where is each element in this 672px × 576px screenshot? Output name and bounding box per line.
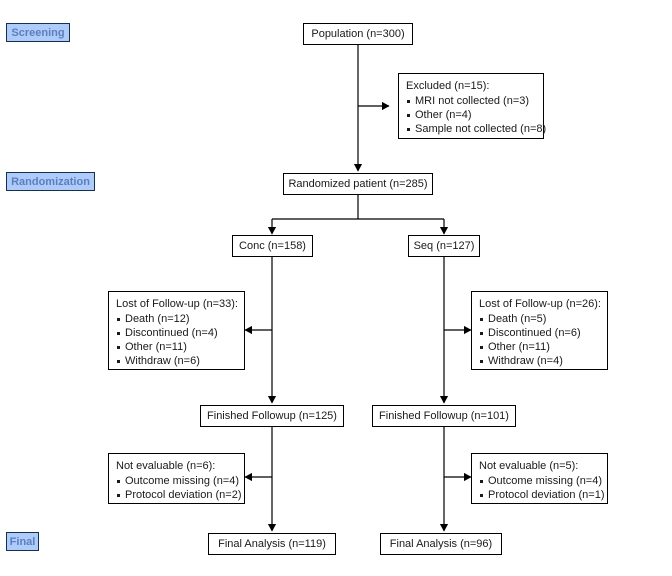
node-randomized-patient: Randomized patient (n=285) <box>283 173 433 195</box>
list-item: Other (n=4) <box>406 108 537 122</box>
list-item: Death (n=5) <box>479 312 601 326</box>
list-item: Other (n=11) <box>116 340 238 354</box>
list-item: Outcome missing (n=4) <box>479 474 602 488</box>
node-final-analysis-seq: Final Analysis (n=96) <box>380 533 502 555</box>
node-finished-followup-conc: Finished Followup (n=125) <box>200 405 344 427</box>
list-item: Protocol deviation (n=1) <box>479 488 604 502</box>
node-arm-conc: Conc (n=158) <box>232 235 313 257</box>
list-item: Discontinued (n=4) <box>116 326 238 340</box>
node-not-evaluable-conc-head: Not evaluable (n=6): <box>116 460 216 472</box>
node-not-evaluable-conc-list: Outcome missing (n=4) Protocol deviation… <box>116 474 241 502</box>
node-lost-followup-conc-list: Death (n=12) Discontinued (n=4) Other (n… <box>116 312 238 368</box>
node-arm-seq: Seq (n=127) <box>408 235 480 257</box>
node-lost-followup-seq: Lost of Follow-up (n=26): Death (n=5) Di… <box>471 291 608 370</box>
list-item: Discontinued (n=6) <box>479 326 601 340</box>
node-population: Population (n=300) <box>303 23 413 45</box>
phase-label-randomization: Randomization <box>6 172 95 191</box>
list-item: MRI not collected (n=3) <box>406 94 537 108</box>
node-lost-followup-seq-head: Lost of Follow-up (n=26): <box>479 298 601 310</box>
node-final-analysis-conc: Final Analysis (n=119) <box>208 533 336 555</box>
node-not-evaluable-seq-list: Outcome missing (n=4) Protocol deviation… <box>479 474 604 502</box>
list-item: Sample not collected (n=8) <box>406 122 546 136</box>
list-item: Death (n=12) <box>116 312 238 326</box>
node-not-evaluable-seq: Not evaluable (n=5): Outcome missing (n=… <box>471 453 608 504</box>
node-not-evaluable-seq-head: Not evaluable (n=5): <box>479 460 579 472</box>
node-lost-followup-seq-list: Death (n=5) Discontinued (n=6) Other (n=… <box>479 312 601 368</box>
node-excluded: Excluded (n=15): MRI not collected (n=3)… <box>398 73 546 139</box>
phase-label-final: Final <box>6 532 39 551</box>
node-excluded-head: Excluded (n=15): <box>406 80 490 92</box>
list-item: Other (n=11) <box>479 340 601 354</box>
list-item: Withdraw (n=4) <box>479 354 601 368</box>
list-item: Withdraw (n=6) <box>116 354 238 368</box>
node-lost-followup-conc: Lost of Follow-up (n=33): Death (n=12) D… <box>108 291 245 370</box>
phase-label-screening: Screening <box>6 23 70 42</box>
list-item: Protocol deviation (n=2) <box>116 488 241 502</box>
node-not-evaluable-conc: Not evaluable (n=6): Outcome missing (n=… <box>108 453 245 504</box>
list-item: Outcome missing (n=4) <box>116 474 239 488</box>
node-excluded-list: MRI not collected (n=3) Other (n=4) Samp… <box>406 94 546 136</box>
node-lost-followup-conc-head: Lost of Follow-up (n=33): <box>116 298 238 310</box>
node-finished-followup-seq: Finished Followup (n=101) <box>372 405 516 427</box>
